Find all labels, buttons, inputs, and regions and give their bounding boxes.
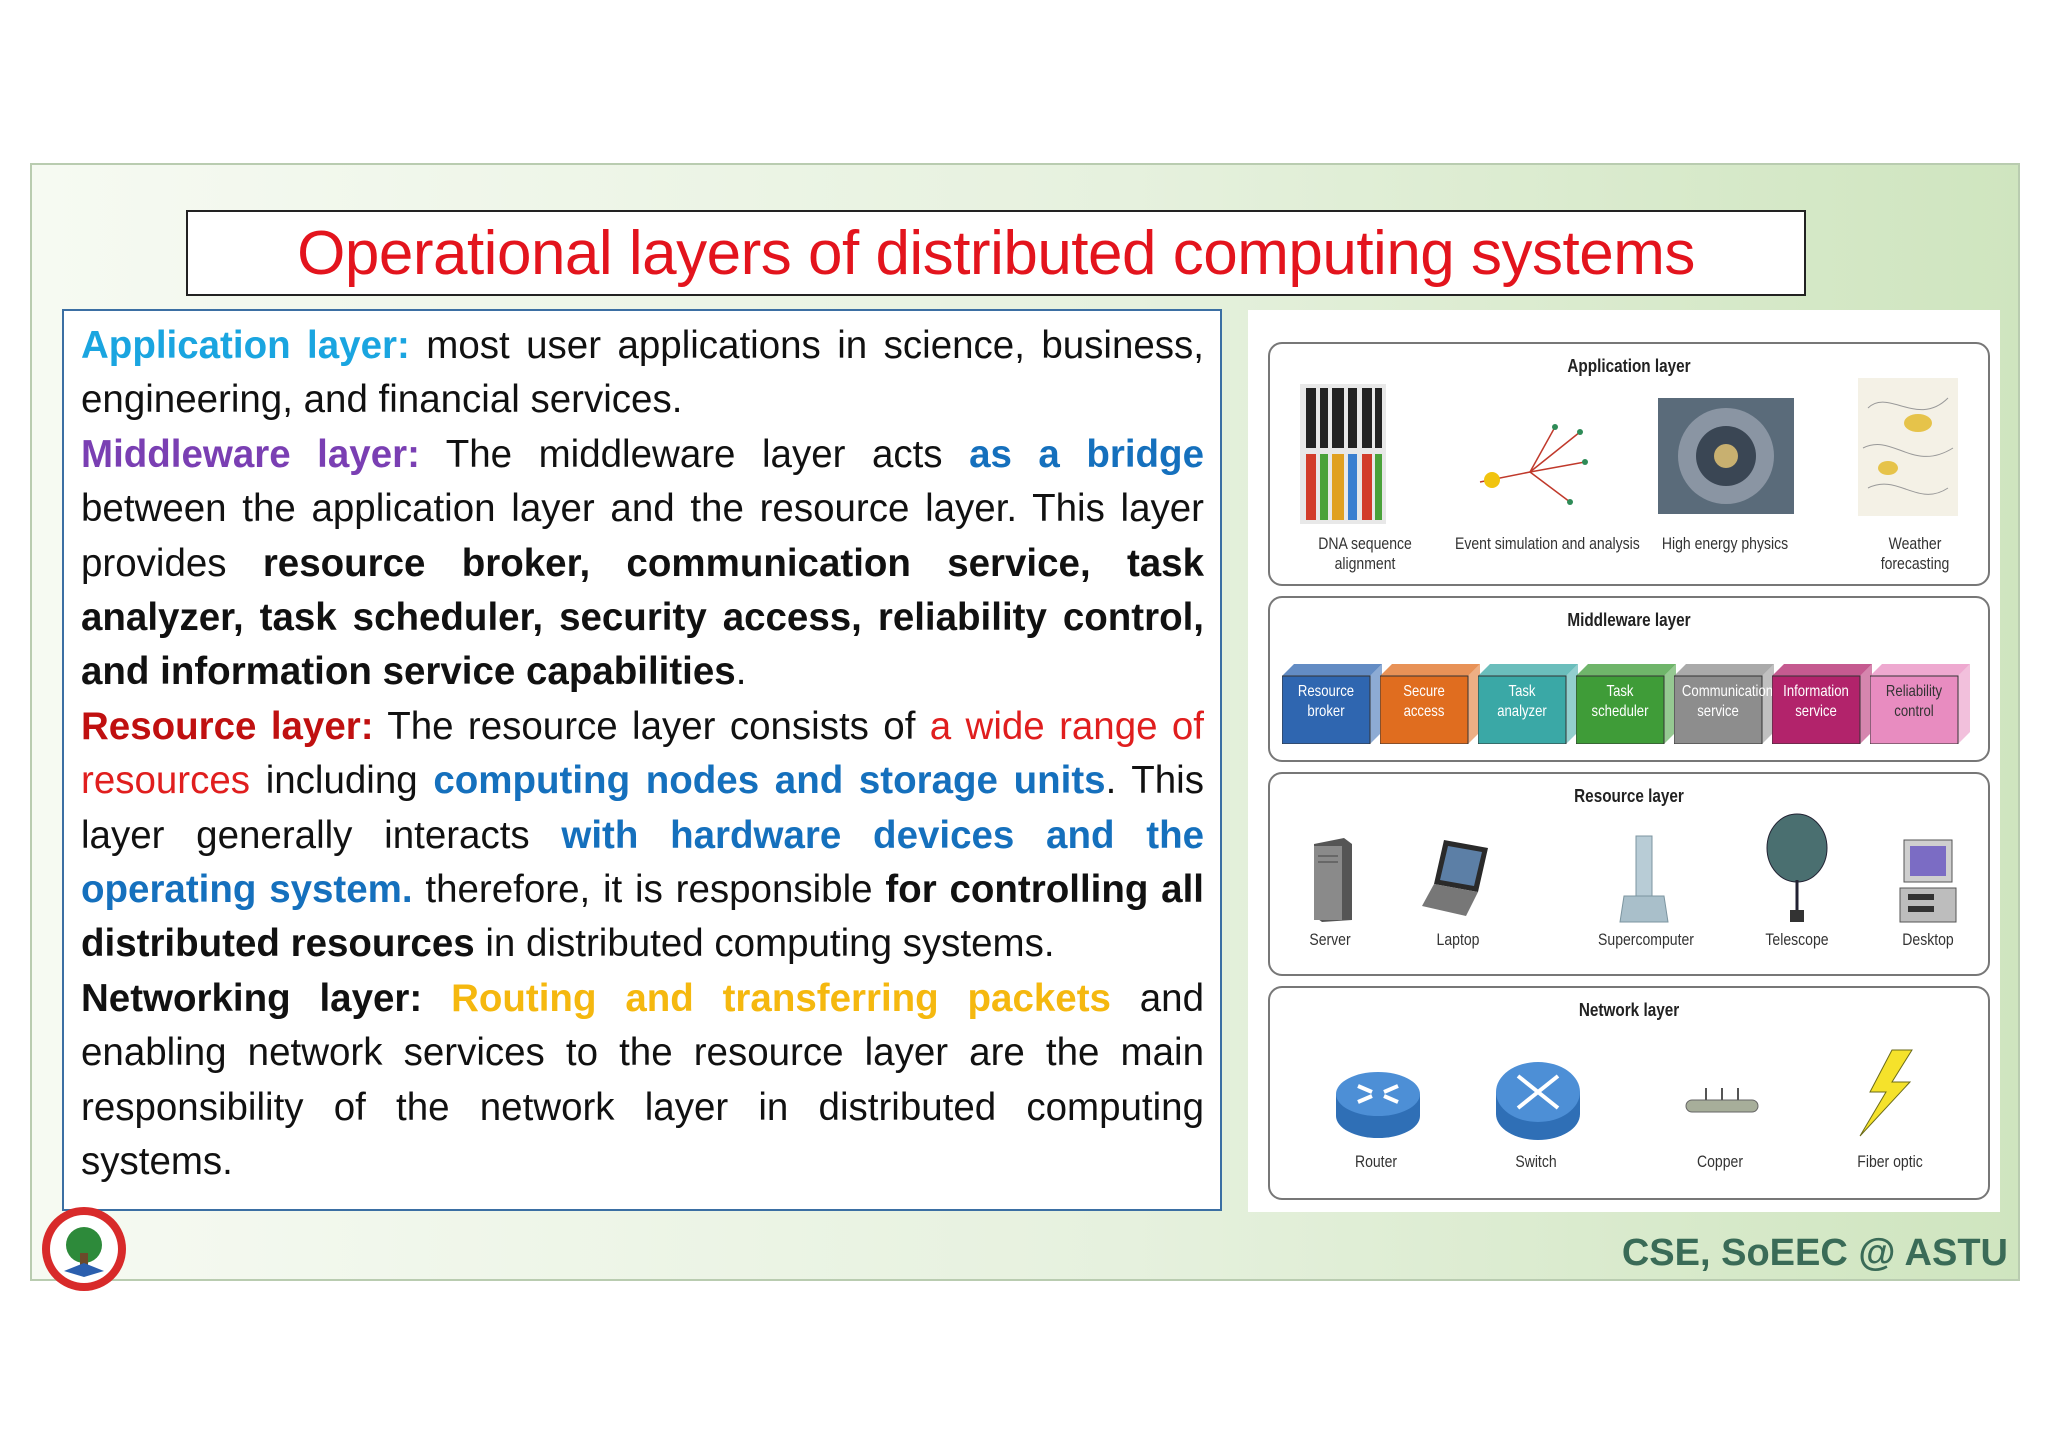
caption-fiber-optic: Fiber optic <box>1857 1153 1923 1171</box>
middleware-block: Information service <box>1771 664 1872 745</box>
laptop-icon <box>1422 840 1488 916</box>
caption-supercomputer: Supercomputer <box>1598 931 1694 949</box>
footer-credit: CSE, SoEEC @ ASTU <box>1621 1232 2008 1274</box>
resource-hardware: with hardware devices and the operating … <box>81 813 1204 912</box>
middleware-block-label: Task scheduler <box>1591 683 1649 720</box>
caption-desktop: Desktop <box>1902 931 1954 949</box>
middleware-block-shape <box>1575 664 1676 745</box>
copper-cable-icon <box>1685 1088 1759 1113</box>
paragraph-resource: Resource layer: The resource layer consi… <box>81 700 1204 972</box>
telescope-icon <box>1766 813 1828 922</box>
caption-server: Server <box>1309 931 1351 949</box>
network-layer-panel: Network layer Router Switch Copper Fiber… <box>1268 986 1990 1200</box>
desktop-icon <box>1899 839 1957 923</box>
resource-control: for controlling all distributed resource… <box>81 868 1204 966</box>
caption-copper: Copper <box>1696 1153 1744 1171</box>
caption-dna-text: DNA sequence alignment <box>1318 535 1412 573</box>
caption-high-energy-text: High energy physics <box>1661 535 1789 553</box>
network-text-1 <box>422 977 451 1020</box>
middleware-block: Resource broker <box>1281 664 1382 745</box>
caption-high-energy: High energy physics <box>1653 534 1798 554</box>
application-layer-label: Application layer: <box>81 324 410 367</box>
resource-text-5: in distributed computing systems. <box>474 922 1055 966</box>
middleware-block: Task analyzer <box>1477 664 1578 745</box>
middleware-block-shape <box>1869 664 1970 745</box>
middleware-block-label: Reliability control <box>1885 683 1943 720</box>
event-simulation-image <box>1479 424 1588 505</box>
middleware-block: Reliability control <box>1869 664 1970 745</box>
resource-text-3: . This layer generally interacts <box>81 759 1204 857</box>
middleware-block-label: Secure access <box>1403 683 1445 720</box>
middleware-layer-title: Middleware layer <box>1567 610 1691 630</box>
resource-text-4: therefore, it is responsible <box>412 868 886 912</box>
caption-telescope: Telescope <box>1765 931 1829 949</box>
paragraph-middleware: Middleware layer: The middleware layer a… <box>81 428 1204 700</box>
middleware-block-label: Communication service <box>1681 683 1774 720</box>
caption-weather: Weather forecasting <box>1868 534 1962 574</box>
caption-dna: DNA sequence alignment <box>1318 534 1412 574</box>
supercomputer-icon <box>1619 835 1669 923</box>
middleware-block-shape <box>1771 664 1872 745</box>
middleware-text-3: . <box>735 650 747 694</box>
university-logo <box>42 1207 126 1291</box>
middleware-block-label: Information service <box>1783 683 1849 720</box>
application-layer-text: most user applications in science, busin… <box>81 324 1204 422</box>
paragraph-application: Application layer: most user application… <box>81 319 1204 428</box>
resource-layer-label: Resource layer: <box>81 704 374 748</box>
application-layer-title: Application layer <box>1567 356 1691 376</box>
middleware-block: Communication service <box>1673 664 1774 745</box>
middleware-layer-panel: Middleware layer Resource broker Secure a… <box>1268 596 1990 762</box>
caption-router: Router <box>1354 1153 1398 1171</box>
network-layer-title: Network layer <box>1578 1000 1680 1020</box>
resource-wide-range: a wide range of resources <box>81 704 1204 803</box>
caption-event-simulation: Event simulation and analysis <box>1455 534 1640 554</box>
middleware-bridge: as a bridge <box>969 432 1204 476</box>
network-text-2: and enabling network services to the res… <box>81 976 1205 1184</box>
middleware-block-shape <box>1673 664 1774 745</box>
resource-layer-title: Resource layer <box>1574 786 1684 806</box>
middleware-text-1: The middleware layer acts <box>419 432 970 476</box>
fiber-optic-icon <box>1859 1049 1913 1137</box>
application-layer-panel: Application layer DNA sequence <box>1268 342 1990 586</box>
middleware-block: Task scheduler <box>1575 664 1676 745</box>
middleware-block-label: Resource broker <box>1297 683 1355 720</box>
resource-text-1: The resource layer consists of <box>373 704 930 748</box>
middleware-components: Resource broker Secure access Task analyze… <box>1281 664 1982 745</box>
middleware-text-2: between the application layer and the re… <box>81 487 1204 585</box>
caption-weather-text: Weather forecasting <box>1880 535 1950 573</box>
switch-icon <box>1496 1062 1580 1140</box>
middleware-block-shape <box>1281 664 1382 745</box>
resource-layer-panel: Resource layer Server Laptop Supercomput… <box>1268 772 1990 976</box>
weather-map-image <box>1858 378 1958 516</box>
middleware-block: Secure access <box>1379 664 1480 745</box>
server-icon <box>1314 838 1352 922</box>
caption-switch: Switch <box>1515 1153 1557 1171</box>
title-box: Operational layers of distributed comput… <box>186 210 1806 296</box>
page-title: Operational layers of distributed comput… <box>297 218 1695 288</box>
caption-event-simulation-text: Event simulation and analysis <box>1455 535 1640 553</box>
high-energy-physics-image <box>1658 398 1794 514</box>
middleware-block-label: Task analyzer <box>1497 683 1547 720</box>
middleware-block-shape <box>1379 664 1480 745</box>
router-icon <box>1336 1072 1420 1138</box>
layers-figure: Application layer DNA sequence <box>1248 310 2000 1212</box>
text-panel: Application layer: most user application… <box>62 309 1222 1211</box>
network-routing: Routing and transferring packets <box>451 976 1111 1020</box>
paragraph-network: Networking layer: Routing and transferri… <box>81 972 1204 1190</box>
caption-laptop: Laptop <box>1436 931 1480 949</box>
middleware-capabilities: resource broker, communication service, … <box>81 541 1204 694</box>
networking-layer-label: Networking layer: <box>81 976 423 1020</box>
dna-sequence-image <box>1300 384 1386 524</box>
middleware-block-shape <box>1477 664 1578 745</box>
middleware-layer-label: Middleware layer: <box>81 432 420 476</box>
resource-nodes: computing nodes and storage units <box>433 759 1106 803</box>
resource-text-2: including <box>250 759 434 803</box>
